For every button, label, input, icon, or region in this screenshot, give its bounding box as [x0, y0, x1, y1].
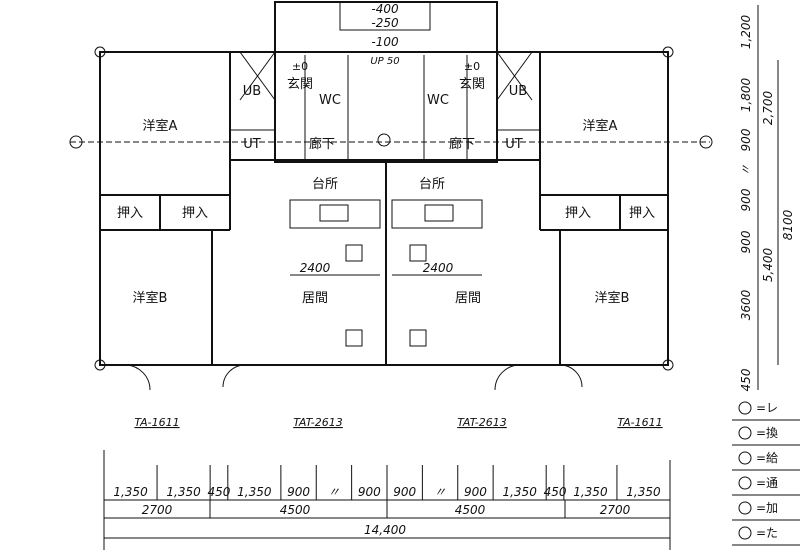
dim-v: 2,700 — [761, 90, 775, 125]
dim-segment: 450 — [544, 485, 567, 499]
room-western-b-right: 洋室B — [595, 290, 630, 306]
sash-label: TAT-2613 — [457, 416, 507, 429]
dim-v: 1,200 — [739, 14, 753, 49]
dim-v: 8100 — [781, 209, 795, 240]
dim-segment: 450 — [208, 485, 231, 499]
legend-text: =給 — [756, 451, 778, 465]
dim-segment: 1,350 — [502, 485, 537, 499]
room-wc-left: WC — [319, 93, 341, 108]
vent-icon — [738, 476, 752, 490]
sash-labels: TA-1611 TAT-2613 TAT-2613 TA-1611 — [134, 416, 662, 429]
dim-segment: 1,350 — [573, 485, 608, 499]
supply-icon — [738, 451, 752, 465]
dim-v: 900 — [739, 230, 753, 253]
dim-v: 900 — [739, 128, 753, 151]
room-hall-right: 廊下 — [449, 136, 475, 152]
closet-left-2: 押入 — [182, 206, 208, 221]
left-unit: 洋室A 押入 押入 洋室B 居間 台所 廊下 UT UB 玄関 WC ±0 24… — [117, 60, 341, 306]
dim-segment: 〃 — [434, 485, 446, 499]
dim-segment: 900 — [358, 485, 381, 499]
legend-text: =通 — [756, 476, 778, 490]
dim-segment: 1,350 — [113, 485, 148, 499]
level-1: -400 — [371, 2, 399, 16]
room-ut-right: UT — [505, 137, 523, 152]
dim-segment: 900 — [393, 485, 416, 499]
level-3: -100 — [371, 35, 399, 49]
room-ub-right: UB — [509, 84, 527, 99]
dim-segment: 1,350 — [166, 485, 201, 499]
room-kitchen-left: 台所 — [312, 177, 338, 192]
dim-segment: 〃 — [328, 485, 340, 499]
room-entrance-left: 玄関 — [287, 77, 313, 92]
humid-icon — [738, 501, 752, 515]
closet-left-1: 押入 — [117, 206, 143, 221]
dim-2700: 2700 — [142, 503, 173, 517]
legend: =レ =換 =給 =通 =加 =た — [732, 401, 800, 546]
dim-v: 450 — [739, 368, 753, 391]
closet-right-2: 押入 — [629, 206, 655, 221]
room-hall-left: 廊下 — [309, 136, 335, 152]
level-2: -250 — [371, 16, 399, 30]
living-width-right: 2400 — [423, 261, 454, 275]
dim-v: 5,400 — [761, 247, 775, 282]
legend-text: =た — [756, 526, 778, 540]
entrance-level-right: ±0 — [464, 60, 480, 73]
dim-v: 1,800 — [739, 77, 753, 112]
ventilator-icon — [738, 401, 752, 415]
legend-text: =レ — [756, 401, 778, 415]
legend-text: =換 — [756, 426, 778, 440]
room-ub-left: UB — [243, 84, 261, 99]
sash-label: TAT-2613 — [293, 416, 343, 429]
room-living-right: 居間 — [455, 291, 481, 306]
dim-segment: 900 — [287, 485, 310, 499]
stair-level: UP 50 — [370, 56, 399, 67]
room-living-left: 居間 — [302, 291, 328, 306]
dim-4500: 4500 — [455, 503, 486, 517]
legend-text: =加 — [756, 501, 778, 515]
dim-2700: 2700 — [600, 503, 631, 517]
levels: -400 -250 -100 UP 50 — [370, 2, 399, 67]
right-unit: 洋室A 押入 押入 洋室B 居間 台所 廊下 UT UB 玄関 WC ±0 24… — [419, 60, 655, 306]
living-width-left: 2400 — [300, 261, 331, 275]
dim-total: 14,400 — [364, 523, 406, 537]
dim-segment: 1,350 — [626, 485, 661, 499]
room-ut-left: UT — [243, 137, 261, 152]
room-western-a-right: 洋室A — [583, 118, 618, 134]
sash-label: TA-1611 — [134, 416, 179, 429]
sash-label: TA-1611 — [617, 416, 662, 429]
dim-v: 〃 — [739, 164, 753, 176]
dim-segment: 1,350 — [237, 485, 272, 499]
entrance-level-left: ±0 — [292, 60, 308, 73]
right-dimensions: 1,200 900 1,800 900 〃 900 3600 450 2,700… — [739, 5, 795, 391]
room-entrance-right: 玄関 — [459, 77, 485, 92]
dim-v: 900 — [739, 188, 753, 211]
bottom-dimensions: 1,350 1,350 450 1,350 900 〃 900 900 〃 900 1,350 450… — [103, 450, 671, 550]
walls — [69, 1, 713, 391]
room-kitchen-right: 台所 — [419, 177, 445, 192]
dim-4500: 4500 — [280, 503, 311, 517]
room-wc-right: WC — [427, 93, 449, 108]
other-icon — [738, 526, 752, 540]
dim-segment: 900 — [464, 485, 487, 499]
room-western-b-left: 洋室B — [133, 290, 168, 306]
closet-right-1: 押入 — [565, 206, 591, 221]
dim-v: 3600 — [739, 289, 753, 320]
room-western-a-left: 洋室A — [143, 118, 178, 134]
fan-icon — [738, 426, 752, 440]
